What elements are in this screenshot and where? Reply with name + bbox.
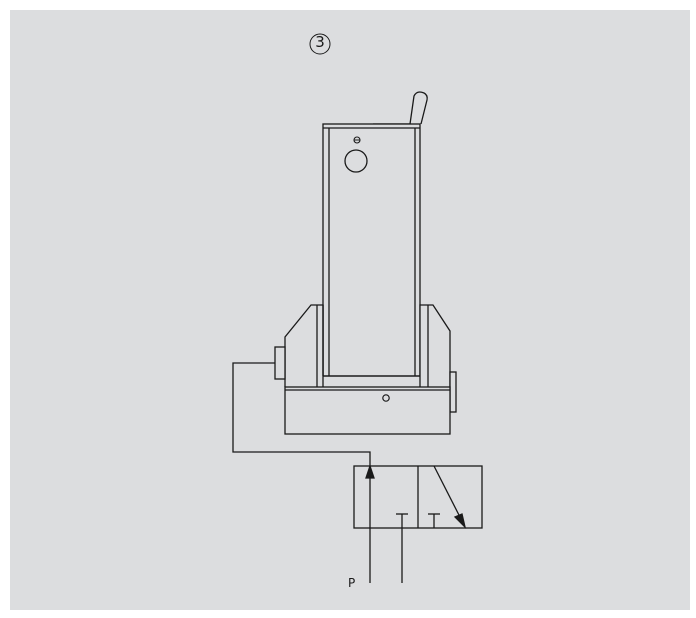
lever-handle [373, 91, 428, 125]
right-bracket [419, 304, 451, 387]
callout-number: 3 [315, 33, 325, 51]
side-fitting-left [274, 346, 286, 380]
left-bracket [284, 304, 324, 387]
valve-symbol [353, 463, 483, 530]
indicator-screw [353, 136, 361, 144]
base-block [284, 386, 451, 435]
side-fitting-right [449, 371, 457, 413]
callout-circle [309, 33, 331, 55]
port-label-p: P [348, 576, 356, 590]
round-indicator [344, 149, 368, 173]
housing-body [322, 123, 421, 377]
pressure-line [232, 362, 371, 466]
